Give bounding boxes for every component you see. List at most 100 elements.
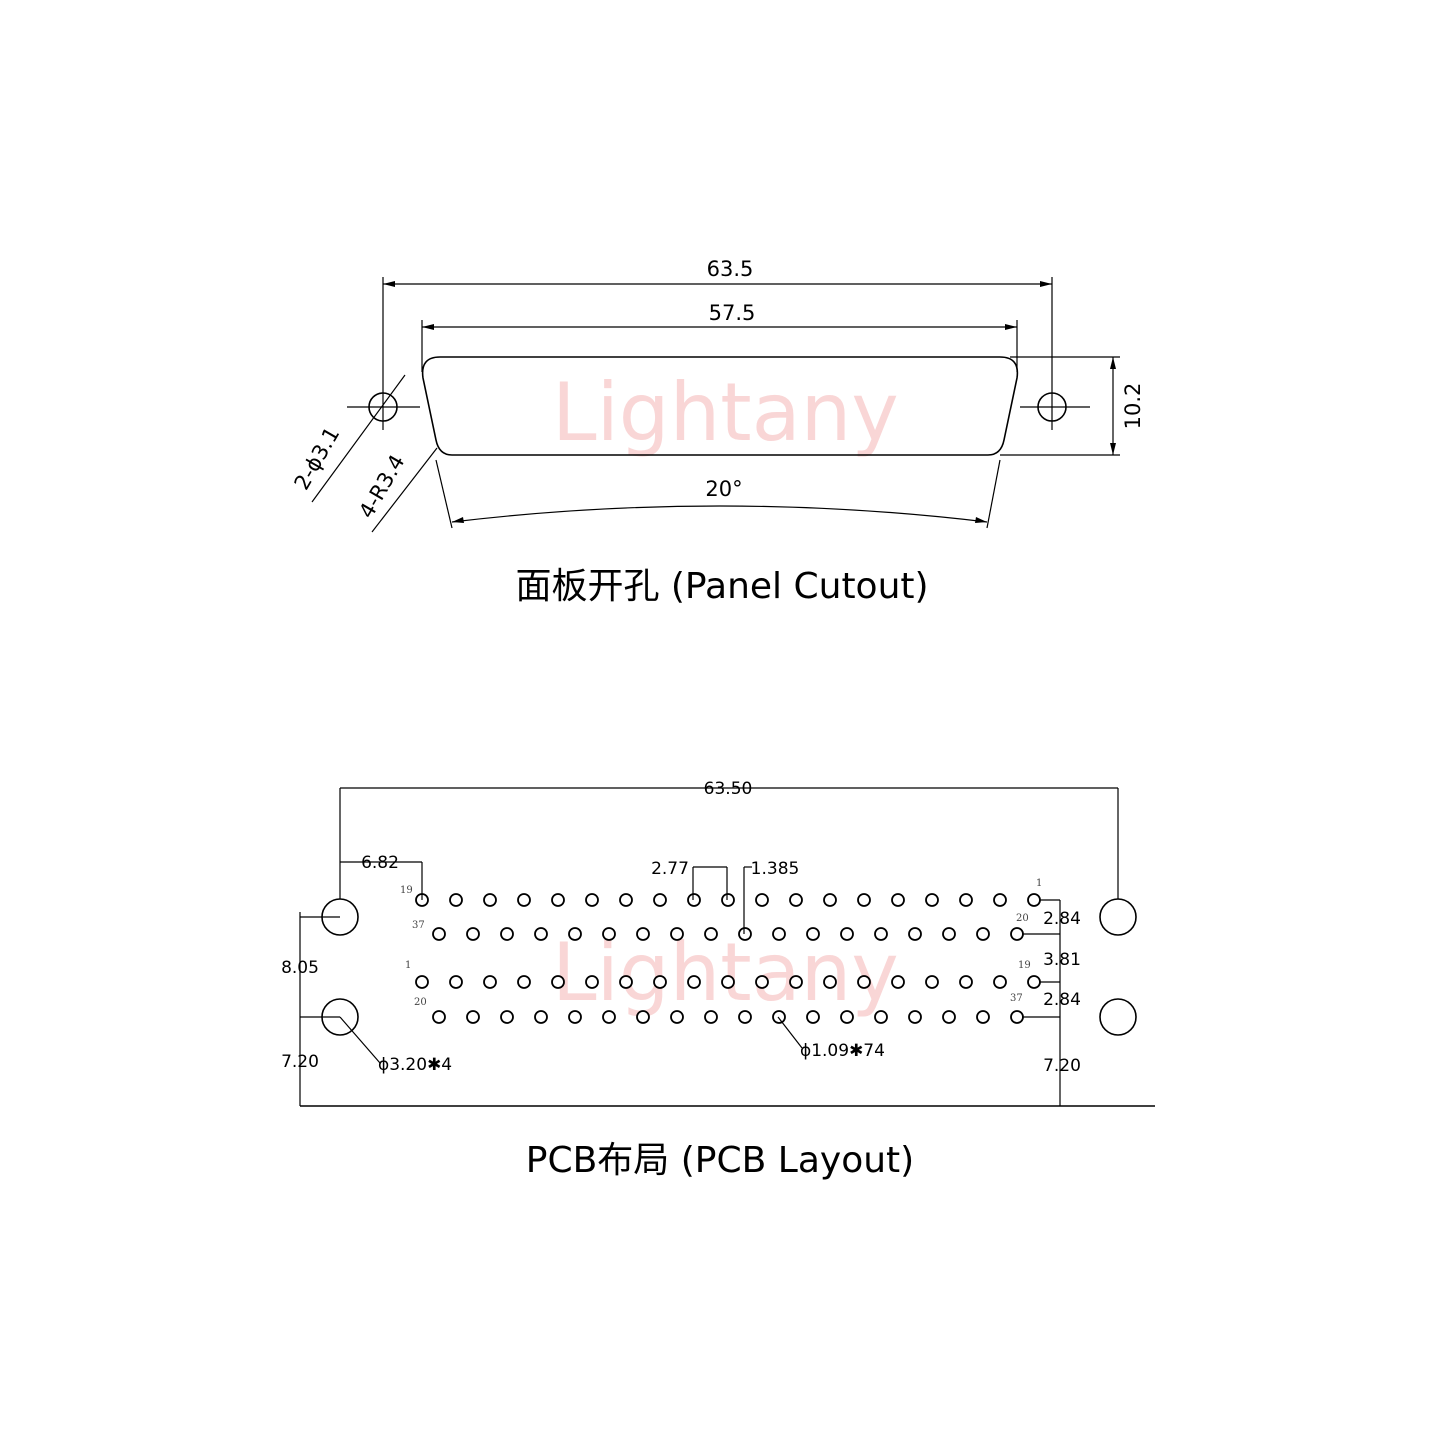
pin-hole xyxy=(500,927,514,941)
pin-hole xyxy=(704,1010,718,1024)
pin-hole xyxy=(857,975,871,989)
pin-hole xyxy=(891,893,905,907)
pin-hole xyxy=(993,975,1007,989)
pin-hole xyxy=(976,927,990,941)
pin-hole xyxy=(619,893,633,907)
pin-hole xyxy=(874,1010,888,1024)
dim-angle-label: 20° xyxy=(705,477,742,501)
pin-hole xyxy=(636,1010,650,1024)
pin-label-row4-left: 20 xyxy=(414,997,427,1008)
pin-hole-grid xyxy=(415,893,1041,1024)
pin-hole xyxy=(1010,1010,1024,1024)
pin-hole xyxy=(755,975,769,989)
pin-hole xyxy=(891,975,905,989)
pcb-dim-overall-label: 63.50 xyxy=(704,779,753,799)
pin-hole xyxy=(925,975,939,989)
pin-hole xyxy=(738,1010,752,1024)
pin-hole xyxy=(483,975,497,989)
pin-hole xyxy=(466,927,480,941)
pcb-dim-bottom-right-label: 7.20 xyxy=(1043,1056,1081,1076)
pin-hole xyxy=(432,1010,446,1024)
pin-hole xyxy=(670,1010,684,1024)
pin-hole xyxy=(602,927,616,941)
pcb-dim-row-gap-a-label: 2.84 xyxy=(1043,909,1081,929)
pin-label-row2-right: 20 xyxy=(1016,913,1029,924)
pin-hole xyxy=(687,975,701,989)
pin-hole xyxy=(772,1010,786,1024)
pin-hole xyxy=(942,927,956,941)
pcb-mount-hole-tr xyxy=(1099,898,1137,936)
pin-hole xyxy=(806,1010,820,1024)
leader-hole xyxy=(311,374,406,503)
pin-hole xyxy=(653,975,667,989)
arrowheads xyxy=(452,517,987,523)
ext-line xyxy=(986,459,1001,529)
dim-cutout-label: 57.5 xyxy=(709,301,756,325)
watermark-top: Lightany xyxy=(552,366,899,459)
pin-hole xyxy=(602,1010,616,1024)
pin-hole xyxy=(1010,927,1024,941)
pin-hole xyxy=(721,975,735,989)
pin-hole xyxy=(789,893,803,907)
pin-hole xyxy=(534,927,548,941)
pin-hole xyxy=(976,1010,990,1024)
pin-hole xyxy=(908,927,922,941)
pin-hole xyxy=(1027,975,1041,989)
pin-hole xyxy=(925,893,939,907)
pin-hole xyxy=(449,893,463,907)
pin-hole xyxy=(1027,893,1041,907)
pcb-dim-offset-label: 6.82 xyxy=(361,853,399,873)
arrowheads xyxy=(1110,357,1116,455)
pin-hole xyxy=(840,1010,854,1024)
pin-hole xyxy=(517,893,531,907)
pin-hole xyxy=(704,927,718,941)
pin-hole xyxy=(619,975,633,989)
pcb-dim-half-pitch-label: 1.385 xyxy=(751,859,800,879)
pcb-caption: PCB布局 (PCB Layout) xyxy=(526,1140,914,1181)
pin-hole xyxy=(670,927,684,941)
pin-hole xyxy=(585,975,599,989)
angle-arc xyxy=(451,505,988,523)
leader-mount-hole xyxy=(339,1016,381,1064)
leader-radius xyxy=(371,447,438,533)
pin-hole xyxy=(636,927,650,941)
pin-hole xyxy=(806,927,820,941)
pin-hole xyxy=(959,975,973,989)
pcb-mount-hole-br xyxy=(1099,998,1137,1036)
pin-hole xyxy=(534,1010,548,1024)
pin-hole xyxy=(585,893,599,907)
pin-hole xyxy=(823,893,837,907)
pcb-dim-bottom-left-label: 7.20 xyxy=(281,1052,319,1072)
dim-overall-label: 63.5 xyxy=(707,257,754,281)
pcb-dim-mount-hole-label: ϕ3.20✱4 xyxy=(378,1055,452,1075)
pin-label-row3-left: 1 xyxy=(405,960,411,971)
leader-pin-hole xyxy=(777,1016,803,1049)
pcb-dim-center-gap-label: 3.81 xyxy=(1043,950,1081,970)
watermark-bottom: Lightany xyxy=(552,926,899,1019)
pin-hole xyxy=(551,893,565,907)
pin-hole xyxy=(908,1010,922,1024)
pin-label-row1-left: 19 xyxy=(400,885,413,896)
ext-line xyxy=(435,459,453,529)
pin-hole xyxy=(449,975,463,989)
panel-cutout-view: Lightany 63.5 57.5 10.2 20° xyxy=(289,257,1145,607)
pin-hole xyxy=(432,927,446,941)
pcb-dim-pin-hole-label: ϕ1.09✱74 xyxy=(800,1041,885,1061)
pin-hole xyxy=(993,893,1007,907)
pin-hole xyxy=(942,1010,956,1024)
dim-height-label: 10.2 xyxy=(1121,383,1145,430)
pin-label-row2-left: 37 xyxy=(412,920,425,931)
pin-hole xyxy=(551,975,565,989)
cutout-outline xyxy=(421,356,1019,456)
pcb-dim-row-gap-b-label: 2.84 xyxy=(1043,990,1081,1010)
pin-hole xyxy=(483,893,497,907)
pin-hole xyxy=(857,893,871,907)
pin-hole xyxy=(687,893,701,907)
pin-hole xyxy=(653,893,667,907)
pin-hole xyxy=(738,927,752,941)
pin-label-row4-right: 37 xyxy=(1010,993,1023,1004)
pin-hole xyxy=(466,1010,480,1024)
pin-hole xyxy=(789,975,803,989)
dim-radius-label: 4-R3.4 xyxy=(354,451,409,523)
